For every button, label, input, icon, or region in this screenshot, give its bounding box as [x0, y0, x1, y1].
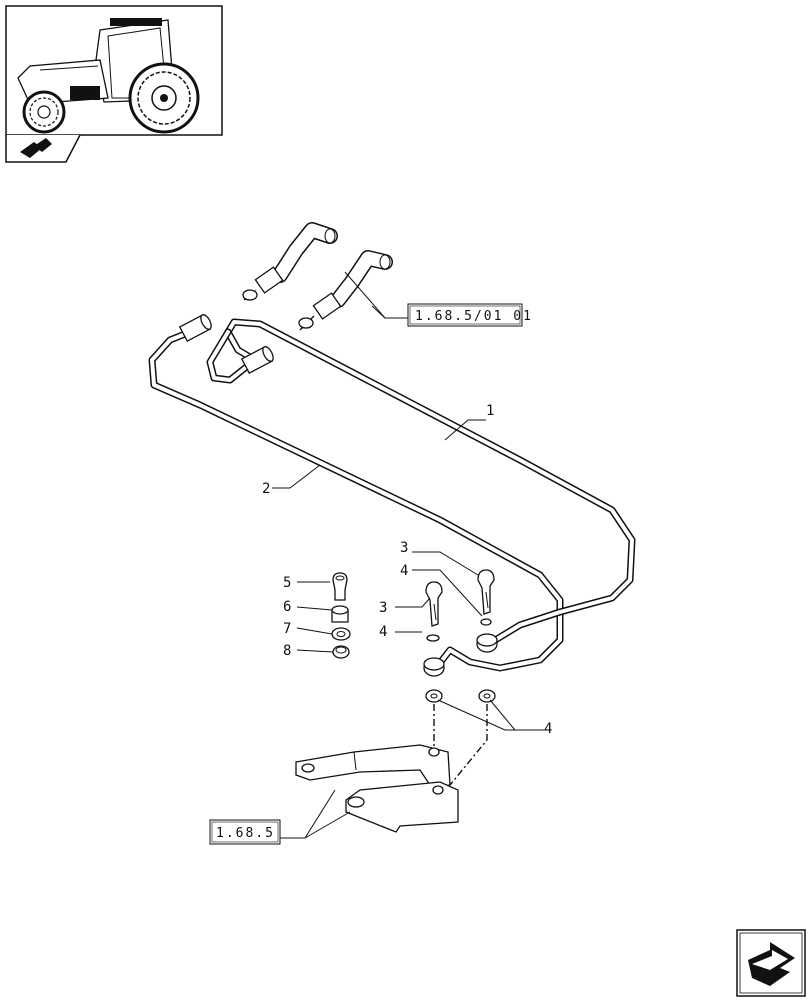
- washer-item-8: [332, 645, 350, 659]
- section-symbol-icon: [5, 134, 81, 163]
- upper-hose-left: [242, 222, 338, 301]
- callout-2: 2: [262, 481, 270, 497]
- callout-4-washers: 4: [544, 721, 552, 737]
- banjo-bolt-left: [425, 581, 443, 627]
- banjo-fitting-left: [423, 634, 445, 677]
- assembly-line-right: [449, 704, 488, 786]
- callout-4-upper: 4: [400, 563, 408, 579]
- callout-7: 7: [283, 621, 291, 637]
- washer-lower-left: [425, 689, 443, 703]
- pipe-1: [206, 318, 636, 646]
- washer-item-7: [331, 627, 351, 641]
- washer-lower-right: [478, 689, 496, 703]
- pipe-end-fitting-right: [240, 345, 274, 375]
- callout-3-lower: 3: [379, 600, 387, 616]
- pipe-end-fitting-left: [178, 313, 212, 343]
- bracket-lower: [345, 781, 459, 833]
- reference-box-lower[interactable]: 1.68.5: [209, 819, 281, 845]
- upper-hose-right: [298, 250, 393, 331]
- bolt-item-5: [332, 572, 348, 601]
- callout-4-lower: 4: [379, 624, 387, 640]
- leader-lines: [272, 271, 545, 839]
- next-page-arrow-icon[interactable]: [736, 929, 806, 997]
- callout-3-upper: 3: [400, 540, 408, 556]
- callout-1: 1: [486, 403, 494, 419]
- reference-box-upper[interactable]: 1.68.5/01 01: [407, 303, 533, 327]
- reference-label-lower: 1.68.5: [216, 826, 275, 841]
- reference-label-upper: 1.68.5/01 01: [415, 309, 533, 324]
- pipe-2: [148, 326, 564, 672]
- callout-6: 6: [283, 599, 291, 615]
- callout-8: 8: [283, 643, 291, 659]
- banjo-fitting-right: [476, 618, 498, 653]
- bracket-upper: [295, 744, 451, 789]
- nut-item-6: [331, 605, 349, 623]
- tractor-thumbnail-icon: [5, 5, 223, 136]
- callout-5: 5: [283, 575, 291, 591]
- banjo-bolt-right: [477, 569, 495, 615]
